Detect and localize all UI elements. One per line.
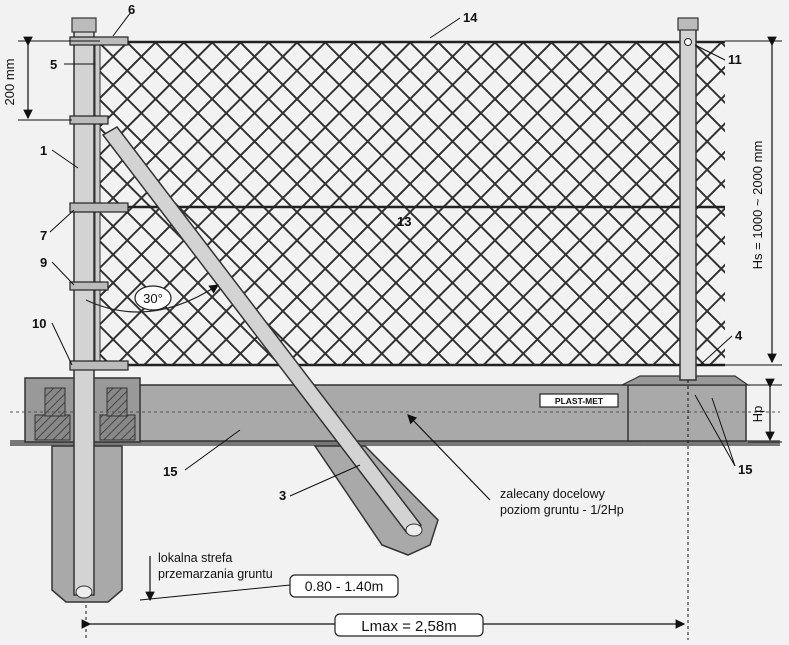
callout-15: 15 [738,462,752,477]
callout-11: 11 [728,52,742,67]
callout-14: 15 [163,464,177,479]
callout-3: 3 [279,488,286,503]
dim-lmax-box [334,613,484,637]
callout-leaders [49,11,736,497]
left-post [73,29,95,596]
dim-200-label: 200 mm [2,59,17,106]
frost-zone-line1: lokalna strefa [158,551,232,565]
left-hatch-b [99,414,136,441]
right-post [679,27,697,381]
angle-label-box [134,285,172,311]
ground-note-line1: zalecany docelowy [500,487,606,501]
right-post-hole [684,38,692,46]
ground-line [10,440,780,446]
frost-zone-line2: przemarzania gruntu [158,567,273,581]
chain-link-mesh [100,42,725,365]
brand-plate-text: PLAST-MET [555,396,604,406]
left-post-cap [71,17,97,33]
angle-label: 30° [143,291,163,306]
ground-note-leader [407,414,491,501]
callout-4: 4 [735,328,743,343]
angle-arc [85,284,220,313]
left-hatch-a [34,414,71,441]
callout-12: 14 [463,10,478,25]
dim-lmax-label: Lmax = 2,58m [361,618,456,635]
right-post-cap [677,17,699,31]
frost-depth-box [289,574,399,598]
dim-hp-label: Hp [750,406,765,423]
concrete-plinth [119,384,641,442]
callout-5: 5 [50,57,57,72]
frost-depth-label: 0.80 - 1.40m [305,578,384,594]
callout-6: 6 [128,2,135,17]
callout-9: 9 [40,255,47,270]
ground-note-line2: poziom gruntu - 1/2Hp [500,503,624,517]
strut-end [405,523,423,537]
left-hatch-c [44,387,66,417]
diagonal-strut [101,126,423,534]
dim-hs-label: Hs = 1000 ~ 2000 mm [750,141,765,270]
strut-foundation [313,445,439,556]
callout-13: 13 [397,214,411,229]
callout-10: 10 [32,316,46,331]
right-post-footing [627,384,747,442]
left-hatch-d [106,387,128,417]
brand-plate [539,393,619,408]
callout-1: 1 [40,143,47,158]
left-post-bottom [75,585,93,599]
frost-zone-line [139,584,291,601]
callout-7: 7 [40,228,47,243]
